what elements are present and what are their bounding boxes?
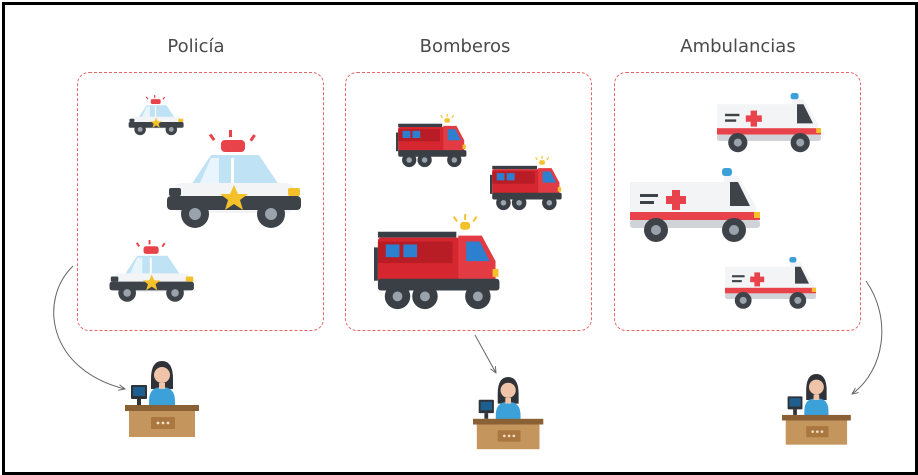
ambulance-icon [717,93,821,153]
dispatcher-operator-icon [473,377,544,450]
arrow-bomberos-to-operator [474,334,496,373]
fire-truck-icon [374,214,500,310]
group-title-policia: Policía [167,36,225,57]
group-title-ambulancias: Ambulancias [680,36,796,57]
police-car-icon [109,240,194,302]
police-car-icon [128,95,184,136]
group-box-policia [77,72,324,331]
fire-truck-icon [490,155,562,211]
group-title-bomberos: Bomberos [419,36,511,57]
dispatcher-operator-icon [125,361,199,437]
ambulance-icon [630,168,760,242]
arrow-policia-to-operator [53,265,125,389]
group-box-bomberos [345,72,592,331]
group-box-ambulancias [614,72,861,331]
ambulance-icon [725,257,816,309]
police-car-icon [167,130,301,228]
arrow-ambulancias-to-operator [852,280,883,394]
dispatcher-operator-icon [782,374,851,445]
fire-truck-icon [396,113,467,168]
